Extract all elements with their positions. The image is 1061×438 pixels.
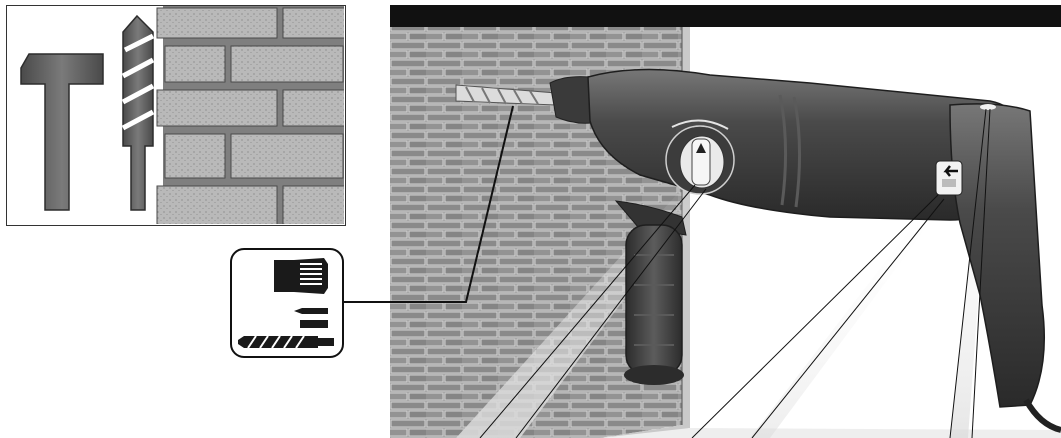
bit-shank-icon <box>294 308 328 328</box>
masonry-drill-bit-icon <box>238 336 334 348</box>
header-bar <box>390 5 1061 27</box>
direction-switch-arrow-icon <box>936 161 962 195</box>
main-scene <box>390 5 1061 438</box>
sds-chuck-icon <box>274 258 328 294</box>
brick-wall-icon <box>157 6 344 224</box>
mode-panel <box>6 5 346 226</box>
chuck-legend <box>230 248 344 358</box>
hammer-icon <box>21 54 103 210</box>
drill-bit-icon <box>123 16 153 210</box>
